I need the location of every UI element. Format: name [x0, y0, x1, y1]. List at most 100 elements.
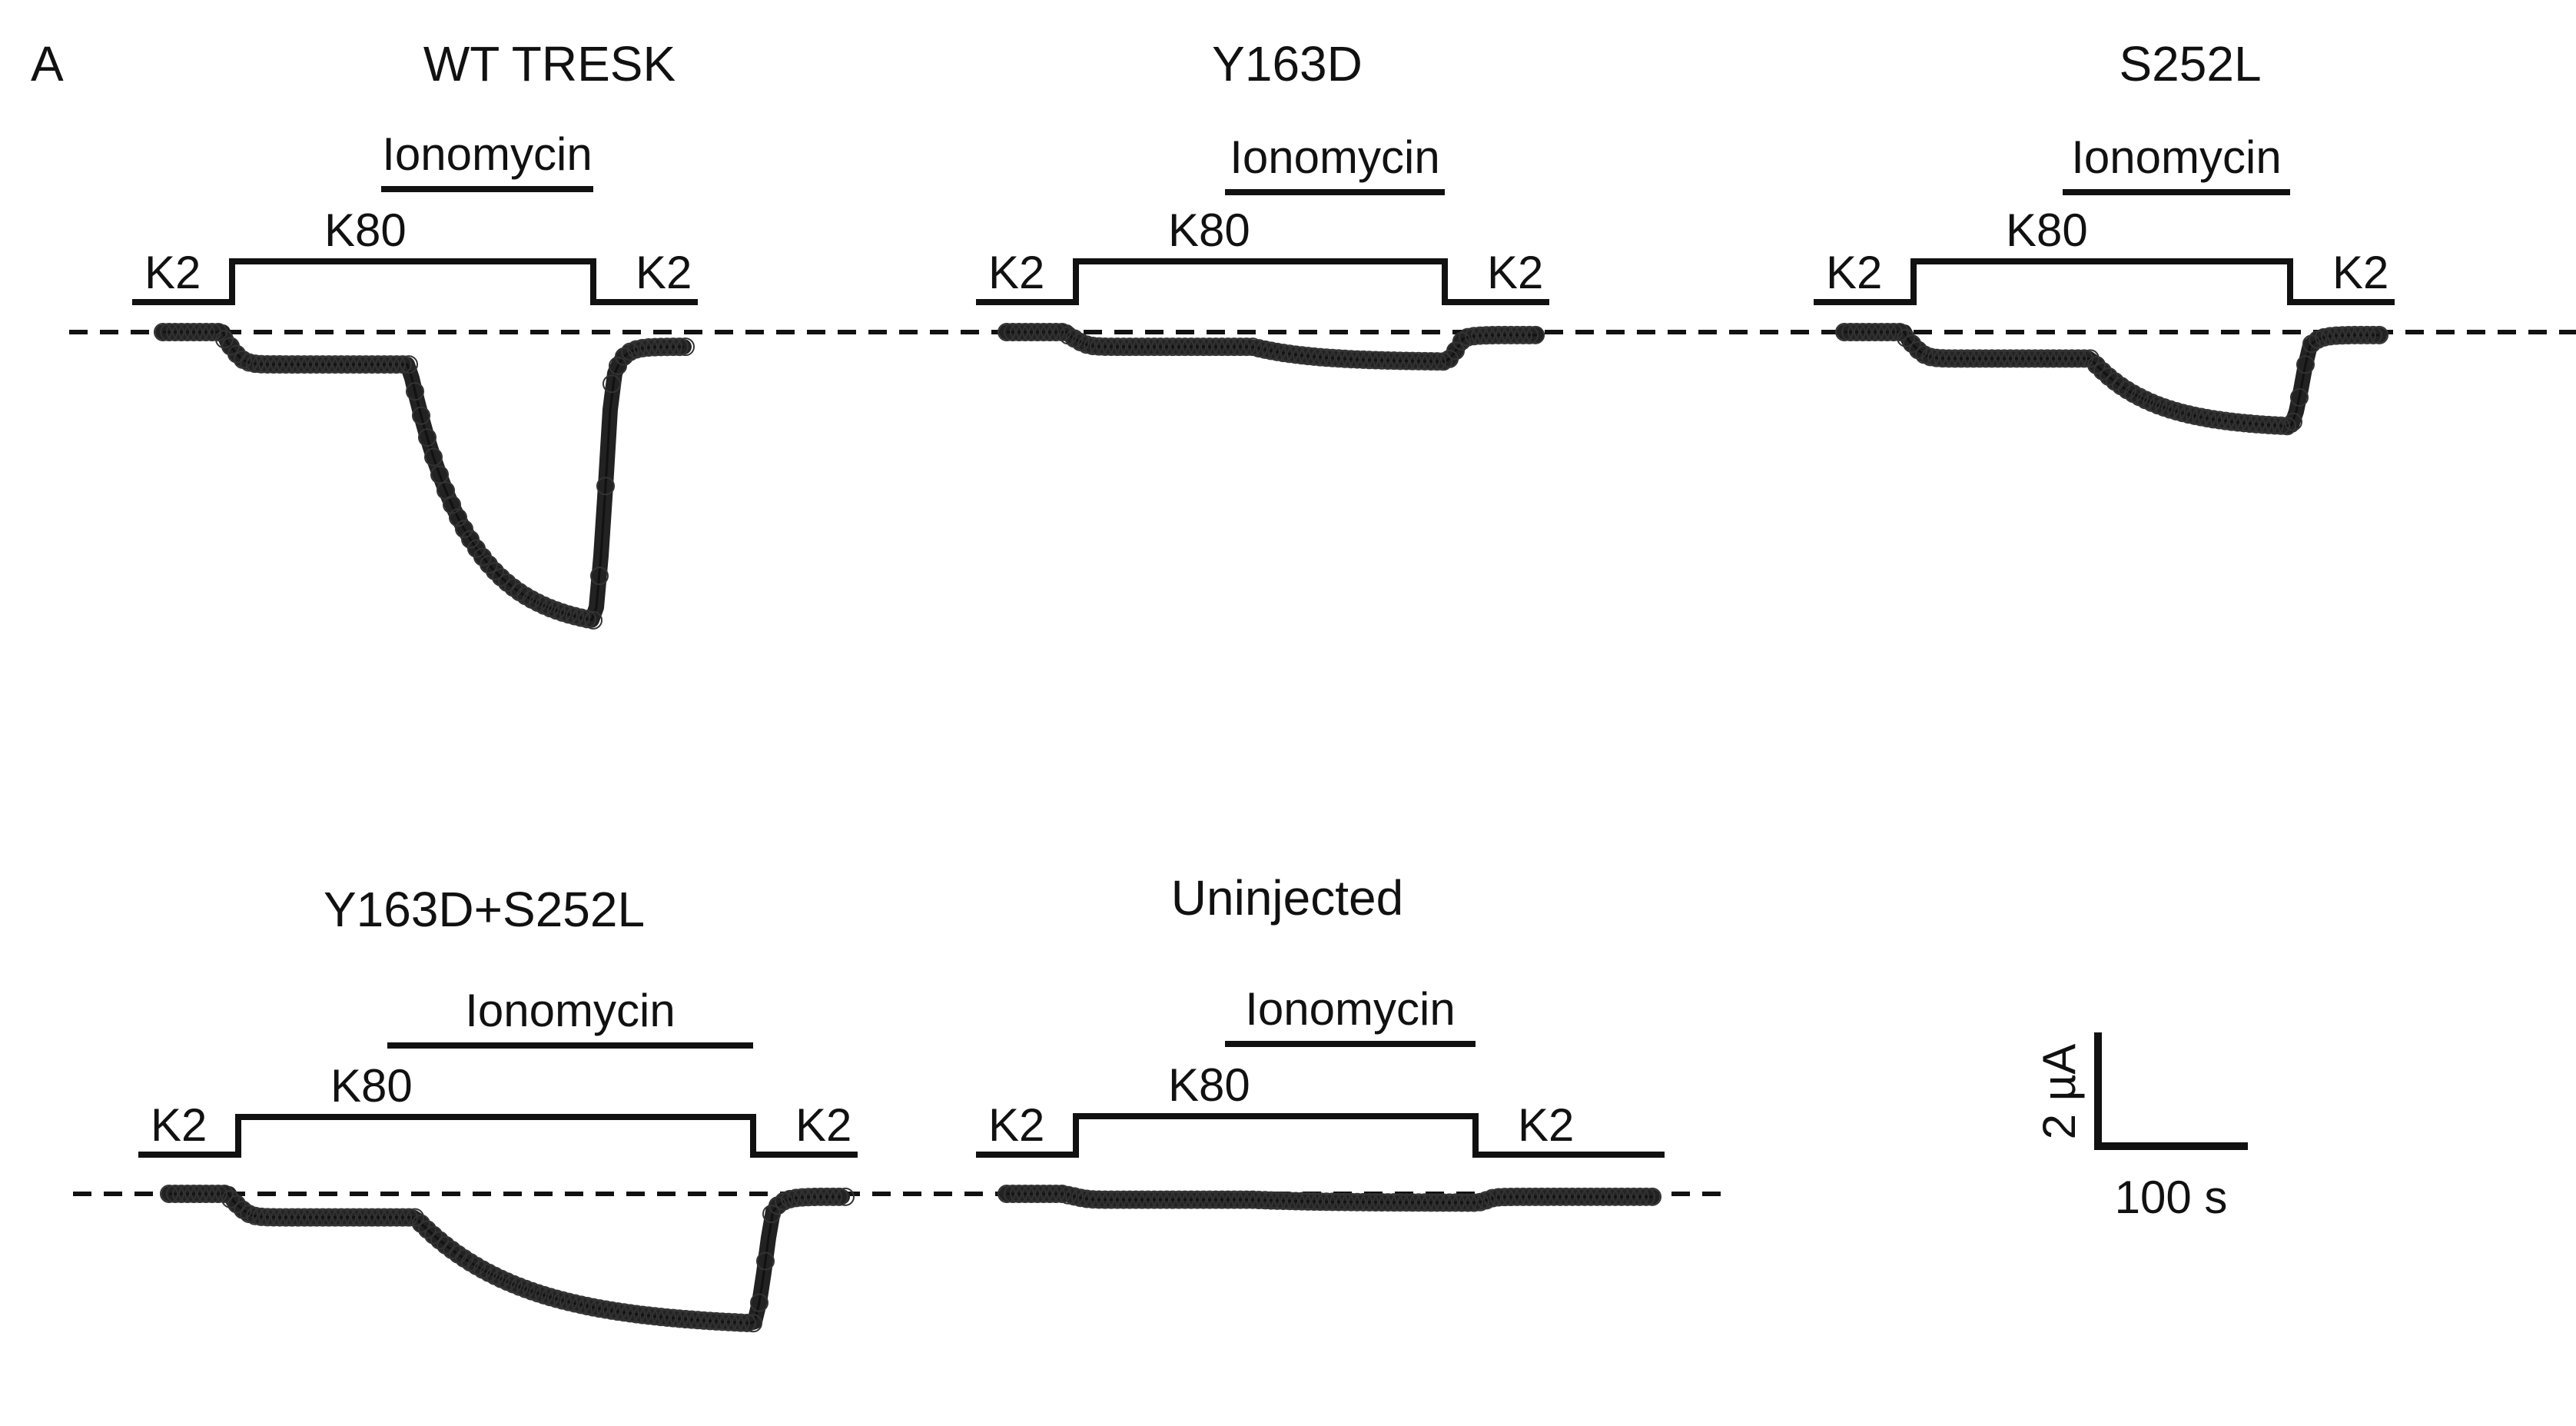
trace-point [1237, 1190, 1256, 1209]
trace-point [756, 1251, 775, 1271]
trace-point [1010, 1185, 1028, 1203]
trace-point [1354, 1192, 1373, 1212]
trace-point [486, 562, 504, 581]
trace-point [443, 1240, 461, 1259]
trace-point [1379, 1193, 1397, 1212]
trace-point [1612, 1187, 1631, 1206]
trace-point [603, 1301, 621, 1320]
trace-point [1397, 351, 1416, 371]
ionomycin-label: Ionomycin [465, 985, 675, 1036]
trace-point [344, 1208, 363, 1227]
trace-point [695, 1311, 713, 1330]
trace-point [725, 1313, 744, 1332]
trace-point [584, 610, 603, 630]
trace-point [1286, 345, 1305, 364]
trace-point [1625, 1187, 1643, 1206]
trace-point [572, 608, 590, 627]
trace-point [1127, 337, 1145, 357]
trace-point [584, 1298, 603, 1317]
trace-point [400, 1208, 418, 1227]
trace-point [2032, 349, 2050, 368]
trace-point [2007, 349, 2026, 368]
trace-point [1946, 349, 1964, 368]
trace-point [326, 355, 344, 374]
trace-point [1182, 1190, 1200, 1209]
panel-title: Uninjected [1171, 870, 1403, 926]
k80-label: K80 [1168, 1059, 1250, 1111]
trace-point [1200, 1190, 1219, 1209]
trace-point [178, 323, 197, 341]
trace-point [289, 1208, 307, 1227]
trace-point [1569, 1187, 1588, 1206]
trace-point [1336, 1192, 1354, 1212]
trace-point [2204, 410, 2222, 429]
trace-point [498, 573, 516, 593]
trace-point [652, 1308, 670, 1327]
trace-point [240, 353, 258, 372]
trace-point [264, 1208, 283, 1227]
trace-point [166, 323, 184, 341]
trace-point [203, 1185, 221, 1203]
trace-point [215, 1185, 234, 1203]
trace-point [2026, 349, 2044, 368]
trace-point [1903, 334, 1921, 354]
trace-point [646, 1307, 664, 1326]
trace-point [1397, 1193, 1416, 1212]
trace-point [350, 1208, 369, 1227]
trace-point [566, 607, 584, 626]
trace-point [1225, 1190, 1243, 1209]
trace-point [1872, 323, 1891, 341]
trace-point [2001, 349, 2020, 368]
k80-label: K80 [330, 1060, 413, 1112]
trace-point [2302, 334, 2321, 354]
ionomycin-label: Ionomycin [1230, 131, 1439, 183]
trace-point [363, 355, 381, 374]
trace-point [1502, 325, 1520, 344]
trace-point [1891, 323, 1909, 341]
trace-point [1594, 1187, 1612, 1206]
trace-point [1575, 1187, 1594, 1206]
trace-point [350, 355, 369, 374]
trace-point [1921, 347, 1940, 367]
trace-point [332, 1208, 350, 1227]
trace-point [1047, 323, 1065, 341]
trace-point [2235, 414, 2253, 433]
trace-point [338, 355, 357, 374]
trace-point [1422, 1193, 1440, 1212]
trace-point [1342, 1192, 1360, 1212]
trace-point [209, 323, 227, 341]
trace-point [1207, 1190, 1225, 1209]
trace-point [387, 355, 406, 374]
trace-point [1262, 341, 1280, 361]
trace-point [197, 1185, 215, 1203]
trace-point [283, 355, 301, 374]
trace-point [1034, 1185, 1053, 1203]
trace-point [1860, 323, 1878, 341]
trace-point [615, 1303, 633, 1322]
scale-bar: 2 µA 100 s [2033, 1032, 2248, 1223]
trace-point [406, 382, 424, 401]
trace-point [1446, 341, 1465, 361]
trace-point [1139, 337, 1157, 357]
trace-point [1532, 1187, 1551, 1206]
trace-point [590, 1299, 609, 1318]
trace-point [818, 1187, 836, 1206]
trace-point [1366, 1192, 1385, 1212]
trace-point [1643, 1187, 1661, 1206]
trace-point [2100, 367, 2118, 386]
trace-point [307, 1208, 326, 1227]
trace-point [1004, 1185, 1022, 1203]
ionomycin-label: Ionomycin [2071, 131, 2281, 183]
trace-point [234, 1200, 252, 1219]
trace-point [455, 520, 473, 539]
trace-point [1305, 347, 1323, 366]
trace-point [2370, 325, 2388, 344]
trace-point [1360, 351, 1379, 370]
trace-point [1114, 337, 1133, 357]
ionomycin-label: Ionomycin [382, 128, 592, 180]
trace-point [1551, 1187, 1569, 1206]
trace-point [1934, 349, 1952, 368]
trace-point [1164, 1190, 1182, 1209]
trace-point [2081, 349, 2100, 368]
trace-point [1323, 348, 1342, 367]
